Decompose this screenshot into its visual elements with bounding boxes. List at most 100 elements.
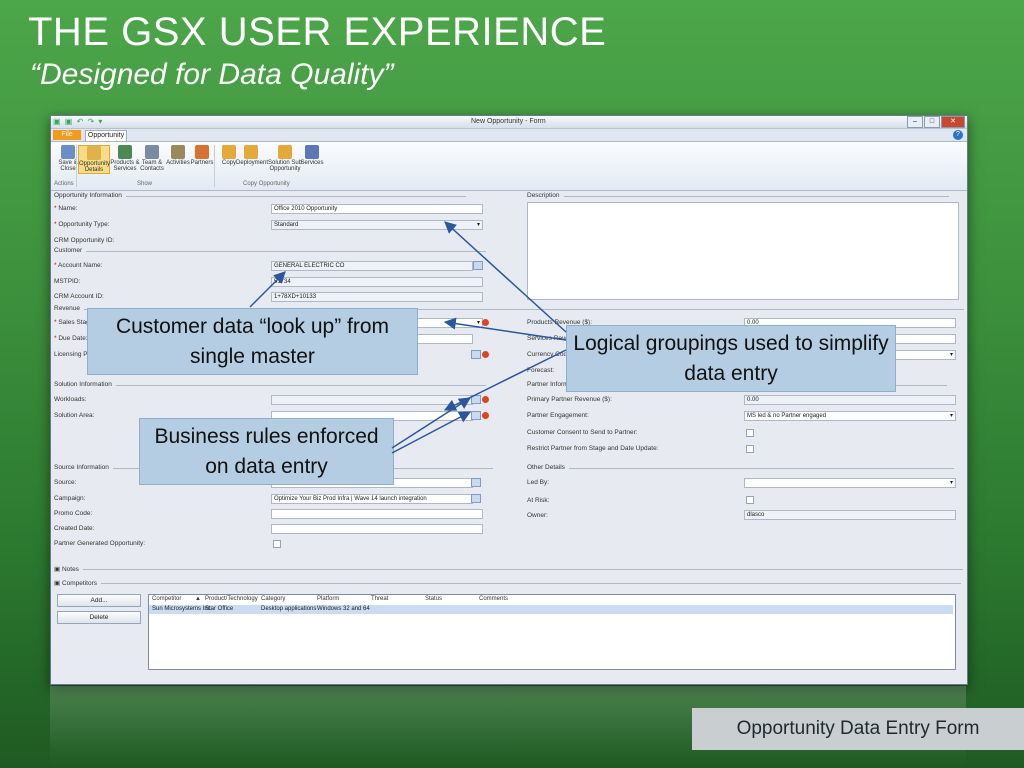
name-field[interactable]: Office 2010 Opportunity	[271, 204, 483, 214]
column-header[interactable]: Comments	[479, 596, 509, 602]
expand-icon: ▣	[54, 566, 62, 573]
opportunity-type-select[interactable]: Standard▾	[271, 220, 483, 230]
services-button[interactable]: Services	[297, 145, 327, 166]
opportunity-type-label: * Opportunity Type:	[54, 221, 110, 228]
products-services-button[interactable]: Products & Services	[110, 145, 140, 172]
table-cell: Desktop applications	[261, 606, 317, 612]
section-other-details: Other Details	[527, 464, 954, 471]
partner-engagement-label: Partner Engagement:	[527, 412, 589, 419]
tab-opportunity[interactable]: Opportunity	[85, 130, 127, 141]
section-notes[interactable]: ▣ Notes	[54, 566, 961, 573]
restrict-partner-checkbox[interactable]	[746, 445, 754, 453]
callout-groupings: Logical groupings used to simplify data …	[566, 325, 896, 392]
lookup-icon[interactable]	[471, 411, 481, 420]
partners-button[interactable]: Partners	[187, 145, 217, 166]
callout-rules: Business rules enforced on data entry	[139, 418, 394, 485]
slide-subtitle: “Designed for Data Quality”	[30, 58, 394, 91]
error-icon	[482, 319, 489, 326]
partner-generated-checkbox[interactable]	[273, 540, 281, 548]
error-icon	[482, 351, 489, 358]
column-header[interactable]: Threat	[371, 596, 389, 602]
window-titlebar: ▣ ▣ ↶ ↷ ▾ New Opportunity - Form – □ ✕	[51, 116, 967, 129]
lookup-icon[interactable]	[471, 350, 481, 359]
delete-competitor-button[interactable]: Delete	[57, 611, 141, 624]
due-date-label: * Due Date:	[54, 335, 88, 342]
account-name-label: * Account Name:	[54, 262, 103, 269]
column-header[interactable]: Product/Technology	[205, 596, 258, 602]
deployment-button[interactable]: Deployment	[236, 145, 268, 166]
help-icon[interactable]: ?	[953, 130, 963, 140]
account-name-field[interactable]: GENERAL ELECTRIC CO	[271, 261, 473, 271]
solution-sub-opportunity-button[interactable]: Solution Sub Opportunity	[267, 145, 303, 172]
activities-button[interactable]: Activities	[163, 145, 193, 166]
products-services-icon	[118, 145, 132, 159]
lookup-icon[interactable]	[471, 494, 481, 503]
crm-account-id-field: 1+78XD+10133	[271, 292, 483, 302]
section-description: Description	[527, 192, 943, 199]
lookup-icon[interactable]	[471, 478, 481, 487]
section-opportunity-info: Opportunity Information	[54, 192, 466, 199]
opportunity-details-button[interactable]: Opportunity Details	[78, 145, 110, 174]
source-label: Source:	[54, 479, 77, 486]
copy-icon	[222, 145, 236, 159]
restrict-partner-label: Restrict Partner from Stage and Date Upd…	[527, 445, 659, 452]
services-icon	[305, 145, 319, 159]
table-cell: Star Office	[205, 606, 234, 612]
led-by-select[interactable]: ▾	[744, 478, 956, 488]
arrow-to-workloads-from-rules	[391, 397, 472, 449]
slide-title: THE GSX USER EXPERIENCE	[28, 10, 607, 54]
customer-consent-label: Customer Consent to Send to Partner:	[527, 429, 638, 436]
mstpid-label: MSTPID:	[54, 278, 81, 285]
column-header[interactable]: Platform	[317, 596, 340, 602]
name-label: * Name:	[54, 205, 78, 212]
error-icon	[482, 396, 489, 403]
column-header[interactable]: Category	[261, 596, 286, 602]
team-contacts-icon	[145, 145, 159, 159]
created-date-field[interactable]	[271, 524, 483, 534]
partner-engagement-select[interactable]: MS led & no Partner engaged▾	[744, 411, 956, 421]
crm-opportunity-id-label: CRM Opportunity ID:	[54, 237, 115, 244]
close-icon[interactable]: ✕	[941, 116, 965, 128]
column-header[interactable]: Status	[425, 596, 443, 602]
at-risk-checkbox[interactable]	[746, 496, 754, 504]
column-header[interactable]: Competitor	[152, 596, 182, 602]
chevron-down-icon: ▾	[949, 352, 953, 358]
customer-consent-checkbox[interactable]	[746, 429, 754, 437]
lookup-icon[interactable]	[473, 261, 483, 270]
quick-access-toolbar-icons[interactable]: ▣ ▣ ↶ ↷ ▾	[53, 117, 104, 126]
activities-icon	[171, 145, 185, 159]
currency-code-label: Currency Code:	[527, 351, 573, 358]
lookup-icon[interactable]	[471, 395, 481, 404]
primary-partner-revenue-label: Primary Partner Revenue ($):	[527, 396, 612, 403]
minimize-icon[interactable]: –	[907, 116, 923, 128]
chevron-down-icon: ▾	[476, 320, 480, 326]
team-contacts-button[interactable]: Team & Contacts	[137, 145, 167, 172]
table-row[interactable]	[149, 605, 953, 614]
chevron-down-icon: ▾	[949, 413, 953, 419]
maximize-icon[interactable]: □	[924, 116, 940, 128]
save-close-icon	[61, 145, 75, 159]
section-competitors[interactable]: ▣ Competitors	[54, 580, 961, 587]
solution-area-label: Solution Area:	[54, 412, 95, 419]
arrow-to-solution-area-from-rules	[391, 411, 472, 454]
ribbon-tab-row: File Opportunity ?	[51, 129, 967, 142]
copy-button[interactable]: Copy	[214, 145, 244, 166]
sort-icon: ▲	[195, 596, 201, 602]
licensing-program-label: Licensing Program	[54, 351, 109, 358]
ribbon-group-actions: Actions	[54, 181, 74, 187]
promo-code-field[interactable]	[271, 509, 483, 519]
chevron-down-icon: ▾	[949, 480, 953, 486]
partners-icon	[195, 145, 209, 159]
ribbon-group-show: Show	[137, 181, 153, 187]
error-icon	[482, 412, 489, 419]
sales-stage-label: * Sales Stage	[54, 319, 94, 326]
save-close-button[interactable]: Save & Close	[53, 145, 83, 172]
tab-file[interactable]: File	[53, 130, 81, 140]
table-cell: Windows 32 and 64	[317, 606, 370, 612]
arrow-to-account	[249, 271, 286, 308]
deployment-icon	[244, 145, 258, 159]
add-competitor-button[interactable]: Add...	[57, 594, 141, 607]
description-textarea[interactable]	[527, 202, 959, 300]
chevron-down-icon: ▾	[476, 222, 480, 228]
